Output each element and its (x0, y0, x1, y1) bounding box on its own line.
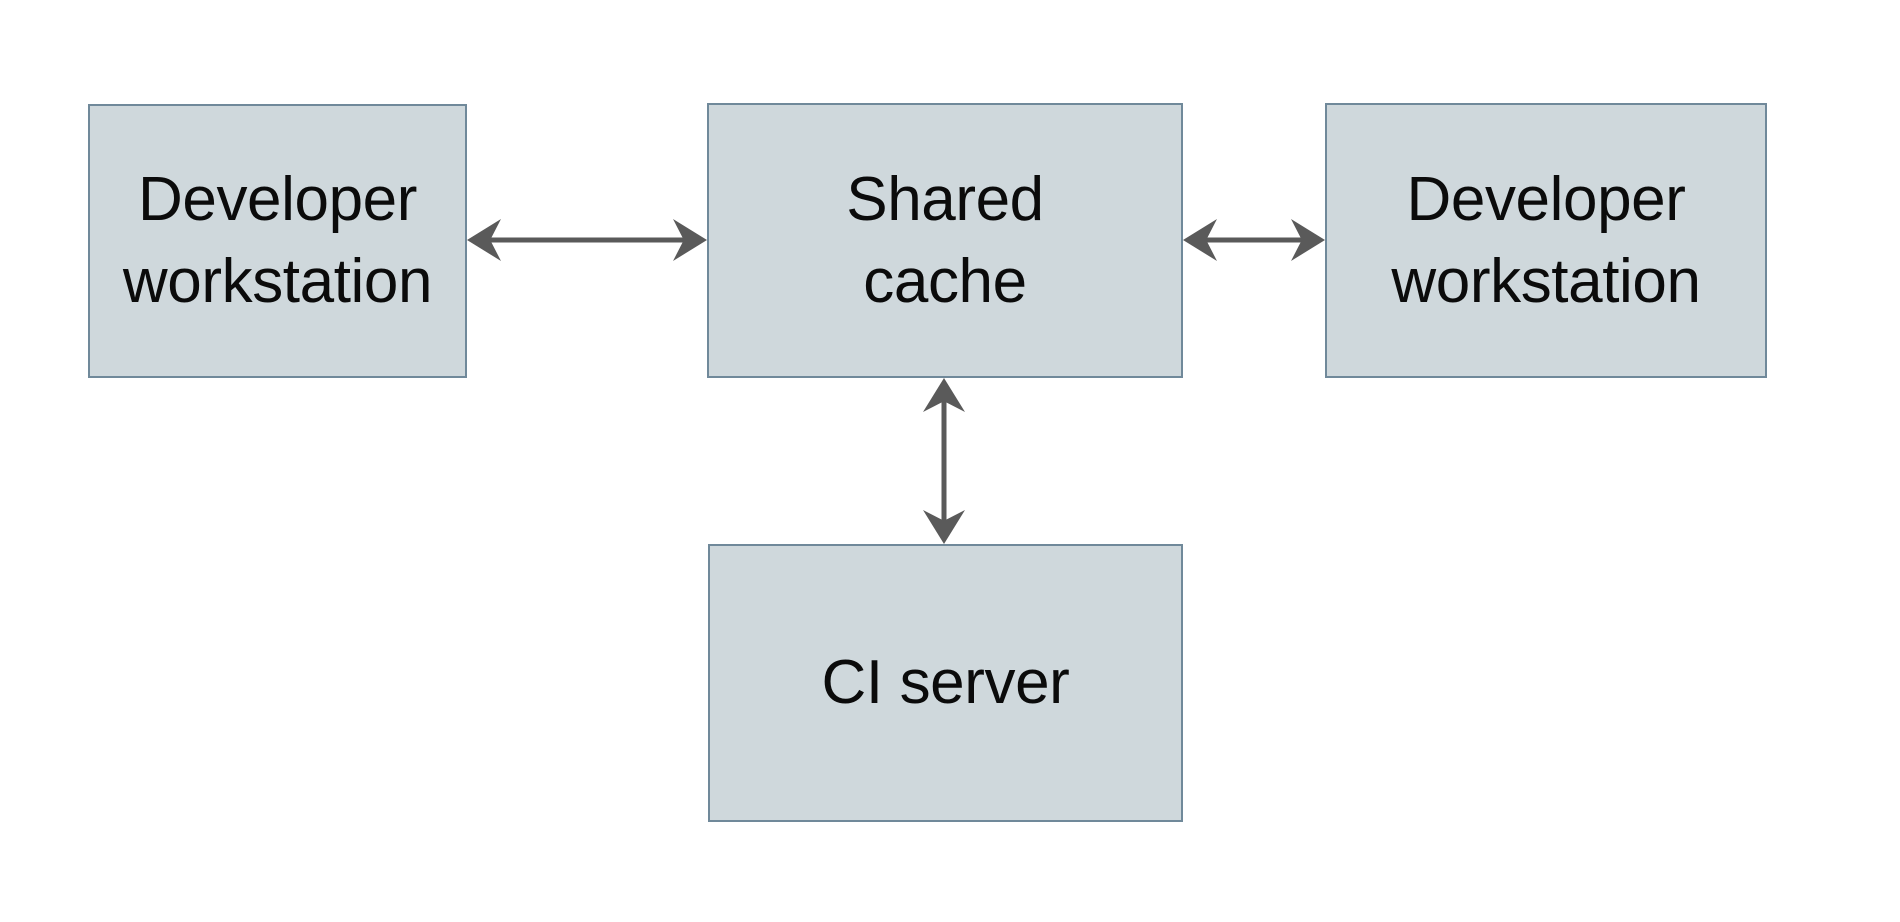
node-label: Developer workstation (1391, 164, 1701, 316)
edge-double-arrow-bottom (923, 378, 965, 544)
edge-double-arrow-left (467, 219, 707, 261)
node-label: Developer workstation (122, 165, 433, 316)
node-developer-workstation-right[interactable]: Developer workstation (1325, 103, 1767, 378)
node-ci-server[interactable]: CI server (708, 544, 1183, 822)
node-shared-cache[interactable]: Shared cache (707, 103, 1183, 378)
edge-double-arrow-right (1183, 219, 1325, 261)
node-label: Shared cache (846, 164, 1044, 316)
node-label: CI server (821, 648, 1070, 718)
node-developer-workstation-left[interactable]: Developer workstation (88, 104, 467, 378)
